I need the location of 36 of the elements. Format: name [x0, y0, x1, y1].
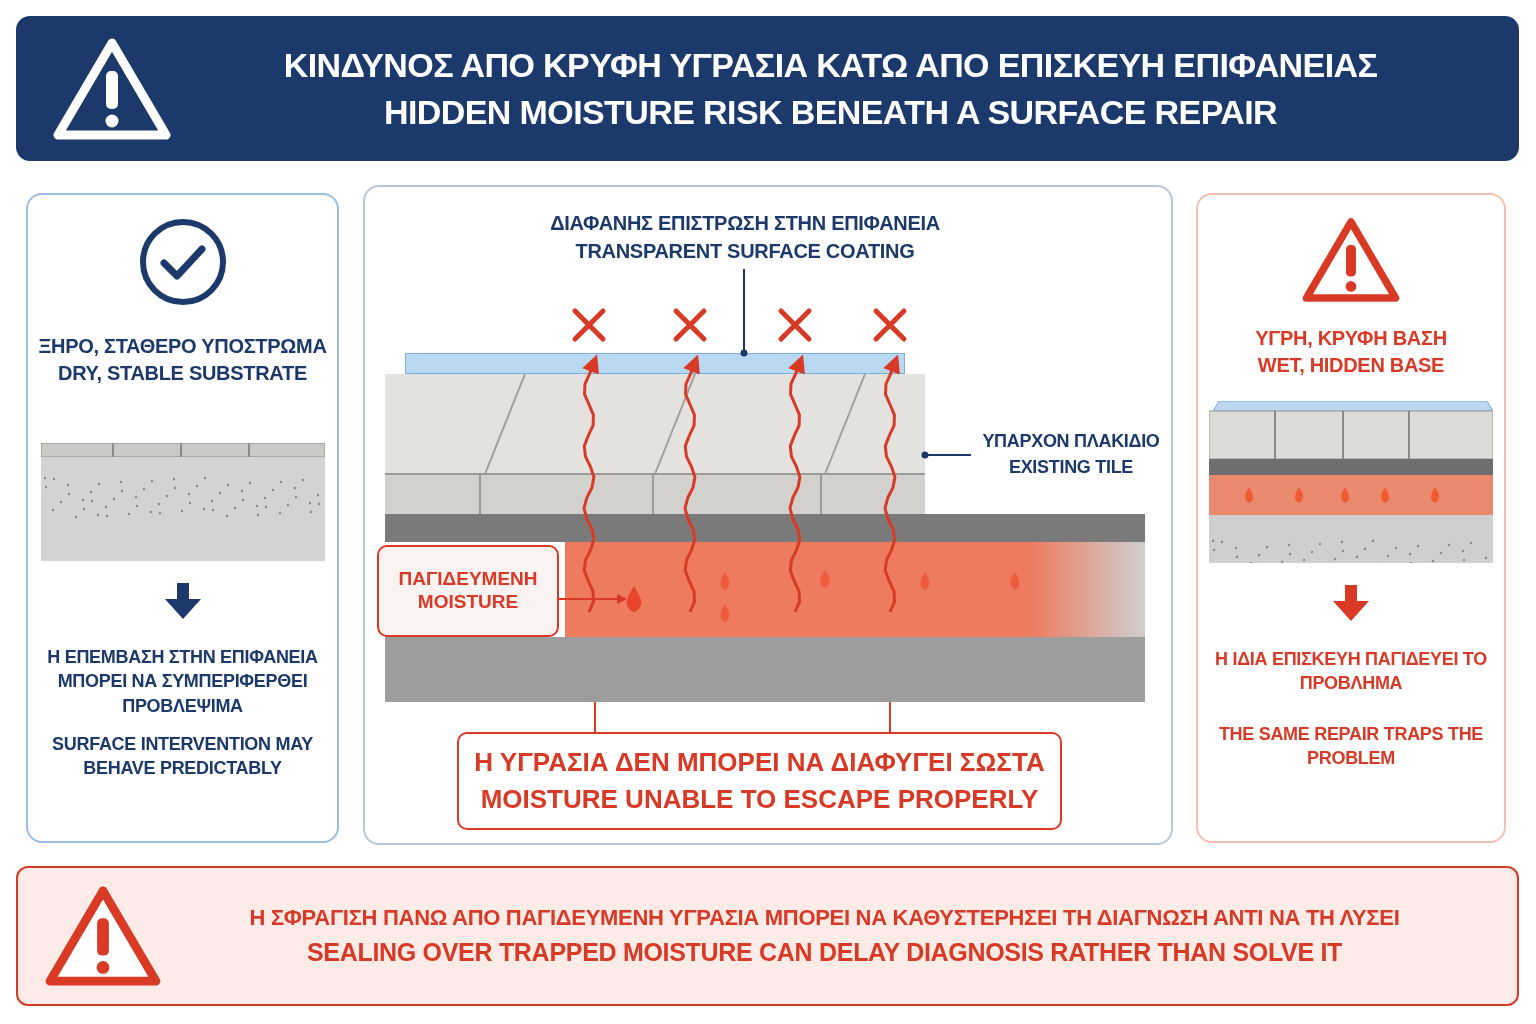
arrow: [558, 594, 627, 604]
callout-box: ΠΑΓΙΔΕΥΜΕΝΗ MOISTURE: [377, 545, 559, 637]
warning-text: Η ΣΦΡΑΓΙΣΗ ΠΑΝΩ ΑΠΟ ΠΑΓΙΔΕΥΜΕΝΗ ΥΓΡΑΣΙΑ ΜΠΟΡΕΙ ΝΑ ΚΑΘΥΣΤΕΡΗΣΕΙ ΤΗ ΔΙΑΓΝΩΣΗ ΑΝΤΙ ΝΑ ΤΗ ΛΥΣΕΙ: [249, 904, 1400, 932]
info-panel: [26, 193, 339, 843]
warning-text: SEALING OVER TRAPPED MOISTURE CAN DELAY DIAGNOSIS RATHER THAN SOLVE IT: [306, 937, 1343, 968]
layer-label: TRANSPARENT SURFACE COATING: [575, 239, 915, 263]
title-banner: [16, 16, 1519, 161]
warning-banner: [16, 866, 1519, 1006]
panel-heading: ΞΗΡΟ, ΣΤΑΘΕΡΟ ΥΠΟΣΤΡΩΜΑ: [38, 334, 327, 359]
title: HIDDEN MOISTURE RISK BENEATH A SURFACE REPAIR: [384, 91, 1277, 133]
panel-text: THE SAME REPAIR TRAPS THE PROBLEM: [1217, 722, 1485, 770]
panel-text: Η ΕΠΕΜΒΑΣΗ ΣΤΗΝ ΕΠΙΦΑΝΕΙΑ ΜΠΟΡΕΙ ΝΑ ΣΥΜΠΕΡΙΦΕΡΘΕΙ ΠΡΟΒΛΕΨΙΜΑ: [46, 646, 319, 718]
mortar-layer: [385, 514, 1145, 542]
title: ΚΙΝΔΥΝΟΣ ΑΠΟ ΚΡΥΦΗ ΥΓΡΑΣΙΑ ΚΑΤΩ ΑΠΟ ΕΠΙΣΚΕΥΗ ΕΠΙΦΑΝΕΙΑΣ: [283, 44, 1378, 86]
warning-callout: [457, 732, 1062, 830]
base-layer: [385, 637, 1145, 702]
callout-text: MOISTURE UNABLE TO ESCAPE PROPERLY: [480, 784, 1039, 816]
coating-layer: [405, 353, 905, 374]
tile-layer: [385, 374, 925, 514]
panel-text: SURFACE INTERVENTION MAY BEHAVE PREDICTABLY: [51, 732, 314, 781]
leader-line: [740, 268, 748, 357]
water-drop: [625, 586, 643, 612]
panel-heading: DRY, STABLE SUBSTRATE: [58, 361, 307, 386]
leader-line: [921, 451, 972, 459]
moisture-layer: [565, 542, 1145, 637]
layer-label: ΥΠΑΡΧΟΝ ΠΛΑΚΙΔΙΟ: [982, 431, 1160, 453]
panel-text: Η ΙΔΙΑ ΕΠΙΣΚΕΥΗ ΠΑΓΙΔΕΥΕΙ ΤΟ ΠΡΟΒΛΗΜΑ: [1214, 648, 1488, 696]
layer-label: EXISTING TILE: [1008, 457, 1134, 479]
connector-line: [889, 701, 891, 733]
diagram-panel: [363, 185, 1173, 845]
callout-text: Η ΥΓΡΑΣΙΑ ΔΕΝ ΜΠΟΡΕΙ ΝΑ ΔΙΑΦΥΓΕΙ ΣΩΣΤΑ: [474, 746, 1045, 778]
connector-line: [594, 701, 596, 733]
panel-heading: ΥΓΡΗ, ΚΡΥΦΗ ΒΑΣΗ: [1255, 326, 1447, 351]
info-panel: [1196, 193, 1506, 843]
layer-label: ΔΙΑΦΑΝΗΣ ΕΠΙΣΤΡΩΣΗ ΣΤΗΝ ΕΠΙΦΑΝΕΙΑ: [550, 211, 940, 235]
panel-heading: WET, HIDDEN BASE: [1257, 353, 1445, 378]
